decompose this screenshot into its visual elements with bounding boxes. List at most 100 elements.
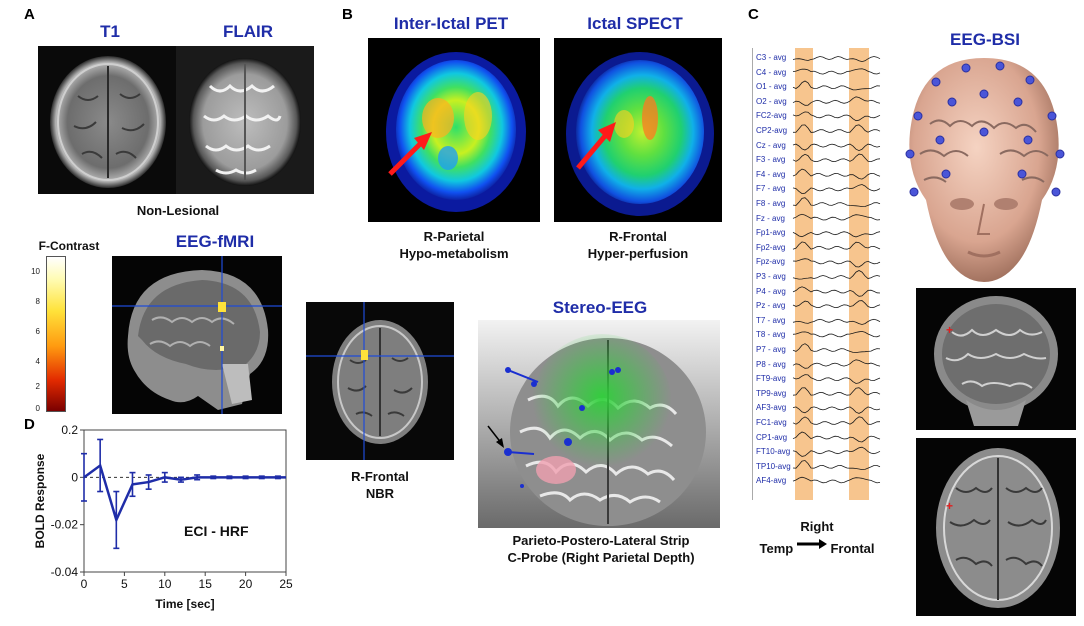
eeg-trace: [792, 168, 881, 180]
eeg-trace: [792, 431, 881, 443]
head-model-image: [900, 54, 1068, 286]
colorbar-tick: 0: [35, 404, 40, 413]
x-tick-label: 10: [158, 577, 172, 591]
t1-flair-mri-image: [38, 46, 314, 194]
colorbar-tick: 10: [31, 267, 40, 276]
hrf-x-axis-label: Time [sec]: [155, 597, 214, 611]
stereo-eeg-caption: Parieto-Postero-Lateral Strip C-Probe (R…: [456, 532, 746, 566]
eeg-channel-label: Cz - avg: [756, 140, 786, 150]
eeg-channel-label: F8 - avg: [756, 199, 786, 208]
temp-label: Temp: [759, 541, 794, 556]
pet-scan-image: [368, 38, 540, 222]
eeg-trace: [792, 213, 881, 221]
eeg-trace: [792, 68, 881, 75]
eeg-trace: [792, 96, 881, 106]
coronal-mri-image: +: [916, 288, 1076, 430]
eeg-channel-label: TP9-avg: [756, 388, 787, 398]
hrf-y-axis-label: BOLD Response: [33, 453, 47, 548]
eeg-channel-label: Fp1-avg: [756, 228, 786, 238]
eeg-channel-label: CP1-avg: [756, 432, 788, 442]
colorbar-title: F-Contrast: [38, 239, 100, 253]
nbr-caption-line-1: R-Frontal: [351, 469, 409, 484]
eeg-channel-label: AF3-avg: [756, 403, 787, 413]
eeg-channel-label: Fpz-avg: [756, 257, 785, 267]
f-contrast-colorbar: [46, 256, 66, 412]
panel-label-a: A: [24, 6, 35, 23]
eeg-trace: [792, 330, 881, 338]
y-tick-label: -0.04: [51, 565, 79, 579]
eeg-trace: [792, 153, 881, 163]
stereo-eeg-title: Stereo-EEG: [552, 298, 648, 317]
stereo-eeg-caption-line-1: Parieto-Postero-Lateral Strip: [512, 533, 690, 548]
eeg-channel-label: T8 - avg: [756, 330, 786, 340]
spect-caption-line-1: R-Frontal: [609, 229, 667, 244]
eeg-channel-label: F3 - avg: [756, 155, 786, 165]
spike-highlight-1: [795, 48, 813, 500]
eeg-channel-label: P3 - avg: [756, 272, 786, 281]
right-label: Right: [800, 519, 834, 534]
eeg-fmri-title: EEG-fMRI: [175, 232, 255, 251]
axial-marker: +: [946, 499, 953, 513]
pet-caption: R-Parietal Hypo-metabolism: [368, 228, 540, 262]
x-tick-label: 0: [81, 577, 88, 591]
eeg-channel-label: CP2-avg: [756, 126, 788, 135]
panel-label-d: D: [24, 416, 35, 433]
eeg-trace: [792, 343, 881, 354]
colorbar-tick: 6: [35, 327, 40, 336]
spike-highlight-2: [849, 48, 869, 500]
eeg-bsi-title: EEG-BSI: [950, 30, 1020, 49]
x-tick-label: 25: [279, 577, 293, 591]
spect-caption: R-Frontal Hyper-perfusion: [554, 228, 722, 262]
eeg-channel-label: O2 - avg: [756, 96, 787, 106]
eeg-trace: [792, 318, 881, 325]
eeg-trace: [792, 416, 881, 425]
eeg-trace: [792, 286, 881, 297]
eeg-fmri-sagittal-image: [112, 256, 282, 414]
t1-title: T1: [100, 22, 120, 41]
colorbar-tick: 8: [35, 297, 40, 306]
stereo-eeg-image: [478, 320, 720, 528]
eeg-trace: [792, 56, 881, 63]
colorbar-tick: 4: [35, 357, 40, 366]
eeg-channel-label: TP10-avg: [756, 461, 791, 471]
eeg-trace: [792, 300, 881, 309]
eeg-channel-label: FT9-avg: [756, 374, 786, 384]
plot-area: [83, 429, 287, 573]
colorbar-tick: 2: [35, 382, 40, 391]
hrf-legend-label: ECI - HRF: [184, 523, 249, 539]
eeg-channel-label: T7 - avg: [756, 315, 786, 325]
eeg-channel-label: FC2-avg: [756, 111, 787, 121]
eeg-trace: [792, 231, 881, 238]
stereo-eeg-caption-line-2: C-Probe (Right Parietal Depth): [507, 550, 695, 565]
eeg-trace: [792, 374, 881, 384]
frontal-label: Frontal: [830, 541, 875, 556]
eeg-trace: [792, 197, 881, 208]
x-tick-label: 20: [239, 577, 253, 591]
eeg-trace: [792, 406, 881, 414]
eeg-trace: [792, 359, 881, 369]
y-tick-label: 0: [71, 470, 78, 484]
eeg-channel-label: FC1-avg: [756, 418, 787, 427]
pet-title: Inter-Ictal PET: [393, 14, 509, 33]
x-tick-label: 15: [199, 577, 213, 591]
arrow-right-icon: [796, 536, 827, 553]
coronal-marker: +: [946, 323, 953, 337]
eeg-channel-label: C4 - avg: [756, 67, 787, 77]
eeg-trace: [792, 258, 881, 268]
spect-scan-image: [554, 38, 722, 222]
spect-caption-line-2: Hyper-perfusion: [587, 246, 689, 261]
eeg-trace: [792, 111, 881, 122]
eeg-trace: [792, 143, 881, 152]
flair-title: FLAIR: [222, 22, 274, 41]
eeg-channel-label: AF4-avg: [756, 476, 787, 486]
eeg-traces: [792, 56, 881, 484]
nonlesional-caption: Non-Lesional: [136, 203, 220, 218]
eeg-channel-label: C3 - avg: [756, 53, 787, 62]
colorbar-ticks: 10 8 6 4 2 0: [24, 252, 42, 416]
panel-label-c: C: [748, 6, 759, 23]
eeg-channel-label: F4 - avg: [756, 169, 786, 179]
eeg-trace: [792, 80, 881, 91]
